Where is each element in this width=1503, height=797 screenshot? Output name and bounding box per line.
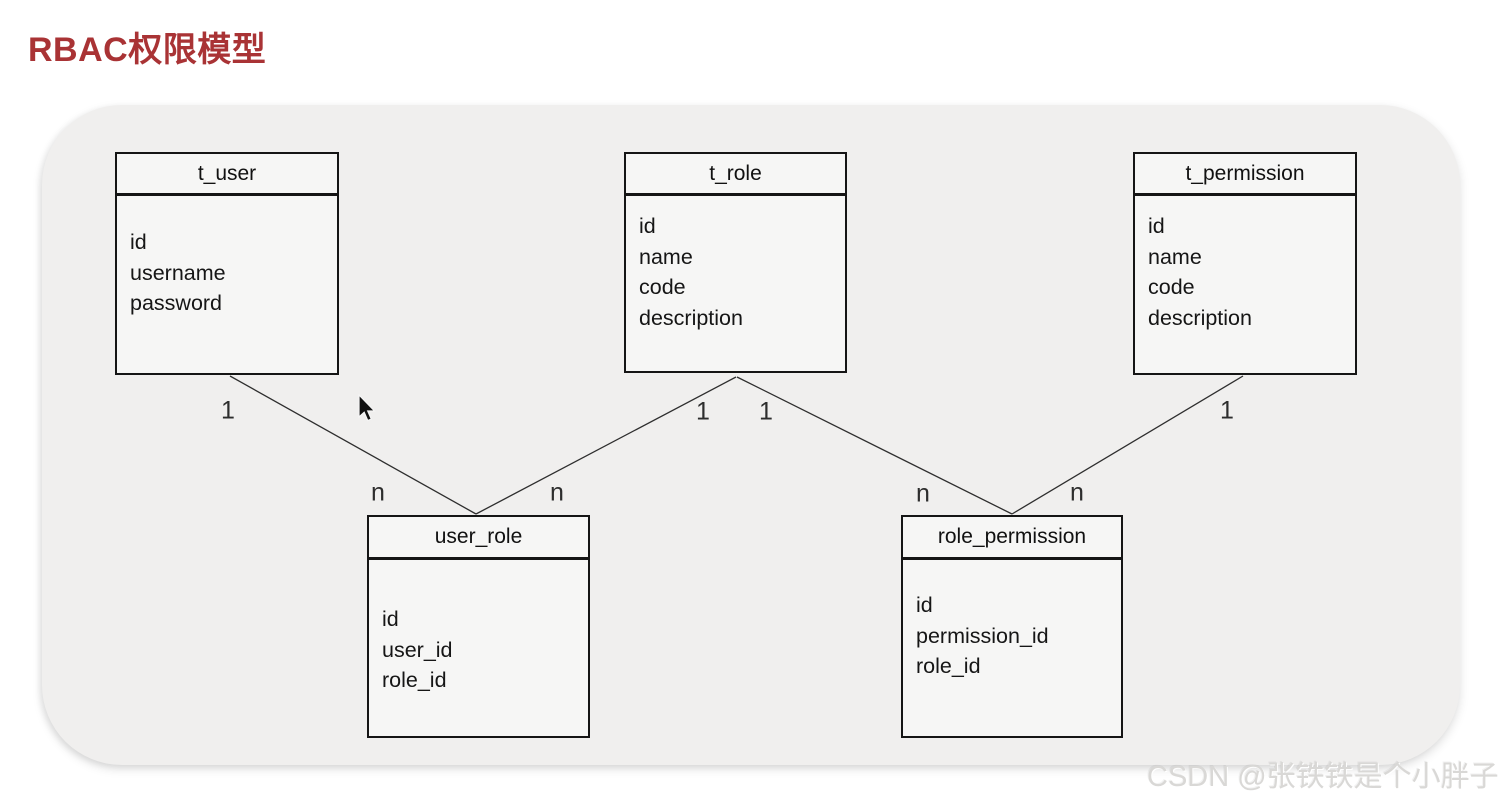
mouse-cursor-icon [358, 394, 376, 422]
entity-title: t_role [626, 154, 845, 196]
entity-title: t_permission [1135, 154, 1355, 196]
field-row: id [639, 214, 656, 238]
field-row: id [382, 607, 399, 631]
field-row: description [639, 305, 743, 330]
cardinality-label: 1 [759, 397, 773, 426]
page-title: RBAC权限模型 [28, 31, 267, 69]
entity-t-role: t_role id name code description [624, 152, 847, 373]
field-row: id [1148, 214, 1165, 238]
field-row: id [916, 593, 933, 617]
field-row: description [1148, 305, 1252, 330]
entity-title: t_user [117, 154, 337, 196]
field-row: code [639, 275, 686, 299]
entity-field-list: id permission_id role_id [903, 560, 1121, 682]
field-row: password [130, 291, 223, 315]
cardinality-label: n [550, 478, 564, 507]
cardinality-label: 1 [1220, 396, 1234, 425]
cardinality-label: n [916, 479, 930, 508]
cardinality-label: n [1070, 478, 1084, 507]
field-row: name [639, 244, 693, 269]
field-row: role_id [916, 654, 981, 678]
field-row: name [1148, 244, 1202, 269]
field-row: id [130, 230, 147, 254]
field-row: code [1148, 275, 1195, 299]
entity-field-list: id user_id role_id [369, 560, 588, 696]
watermark: CSDN @张铁铁是个小胖子 [1147, 761, 1499, 793]
field-row: permission_id [916, 623, 1049, 648]
entity-field-list: id username password [117, 196, 337, 319]
field-row: role_id [382, 668, 447, 692]
entity-field-list: id name code description [626, 196, 845, 333]
entity-t-user: t_user id username password [115, 152, 339, 375]
entity-title: user_role [369, 517, 588, 560]
cardinality-label: n [371, 478, 385, 507]
cardinality-label: 1 [221, 396, 235, 425]
entity-title: role_permission [903, 517, 1121, 560]
cardinality-label: 1 [696, 397, 710, 426]
field-row: username [130, 260, 226, 285]
field-row: user_id [382, 637, 453, 662]
entity-field-list: id name code description [1135, 196, 1355, 333]
entity-t-permission: t_permission id name code description [1133, 152, 1357, 375]
entity-user-role: user_role id user_id role_id [367, 515, 590, 738]
entity-role-permission: role_permission id permission_id role_id [901, 515, 1123, 738]
